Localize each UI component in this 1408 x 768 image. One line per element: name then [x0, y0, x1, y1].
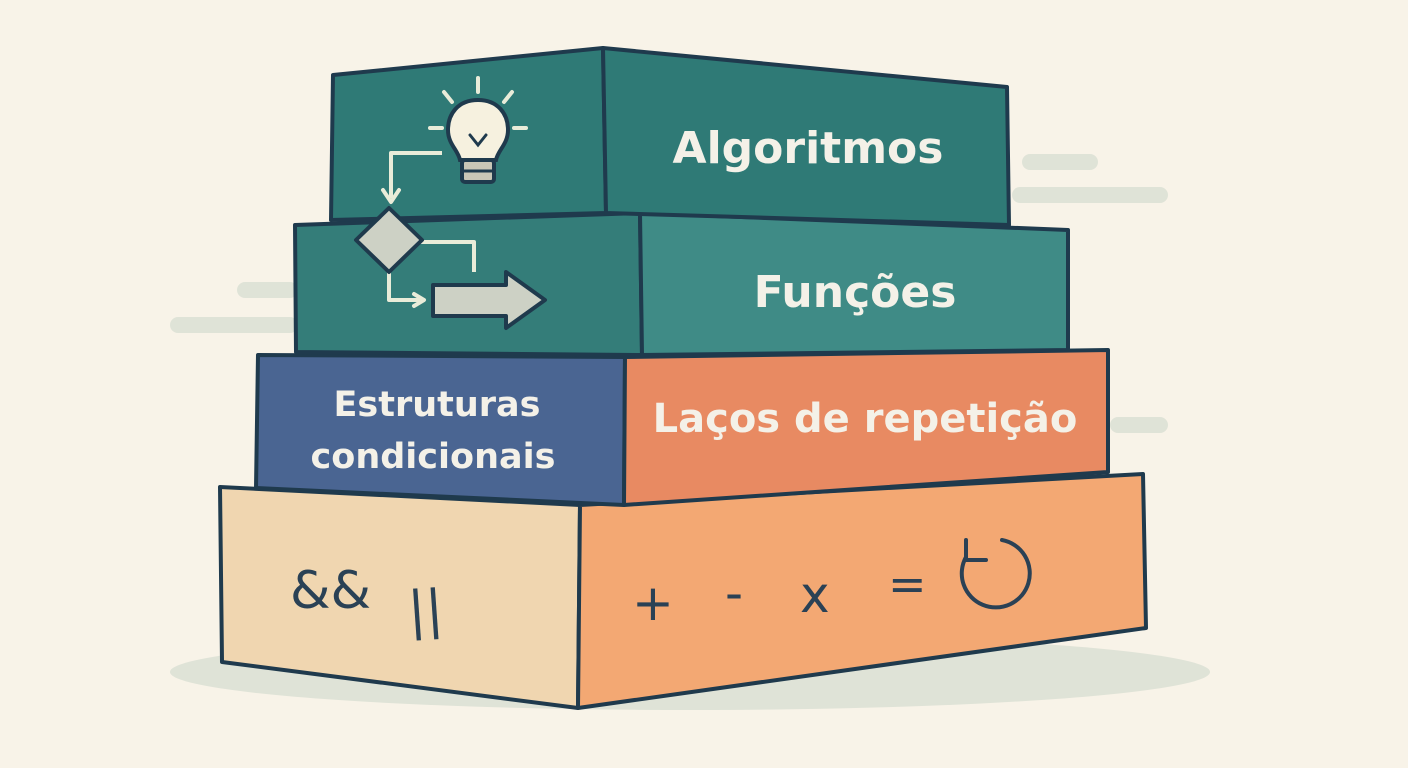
logic-and-symbol: && [290, 561, 371, 621]
estruturas-panel [254, 353, 627, 507]
logic-or-symbol: || [406, 579, 445, 641]
equals-operator: = [888, 557, 927, 611]
flowchart-icon [354, 151, 547, 330]
estruturas-label-line2: condicionais [311, 437, 556, 477]
background-shadows [170, 154, 1168, 433]
plus-operator: + [632, 574, 674, 632]
lightbulb-icon [428, 76, 528, 184]
minus-operator: - [725, 564, 743, 622]
middle-block [254, 348, 1110, 507]
times-operator: x [800, 566, 830, 624]
lacos-label: Laços de repetição [653, 396, 1078, 442]
loop-arrow-icon [959, 538, 1032, 610]
estruturas-label-line1: Estruturas [333, 385, 540, 425]
funcoes-label: Funções [754, 267, 957, 318]
algoritmos-label: Algoritmos [673, 123, 944, 174]
algoritmos-block-right [601, 46, 1011, 227]
base-block [218, 472, 1148, 710]
